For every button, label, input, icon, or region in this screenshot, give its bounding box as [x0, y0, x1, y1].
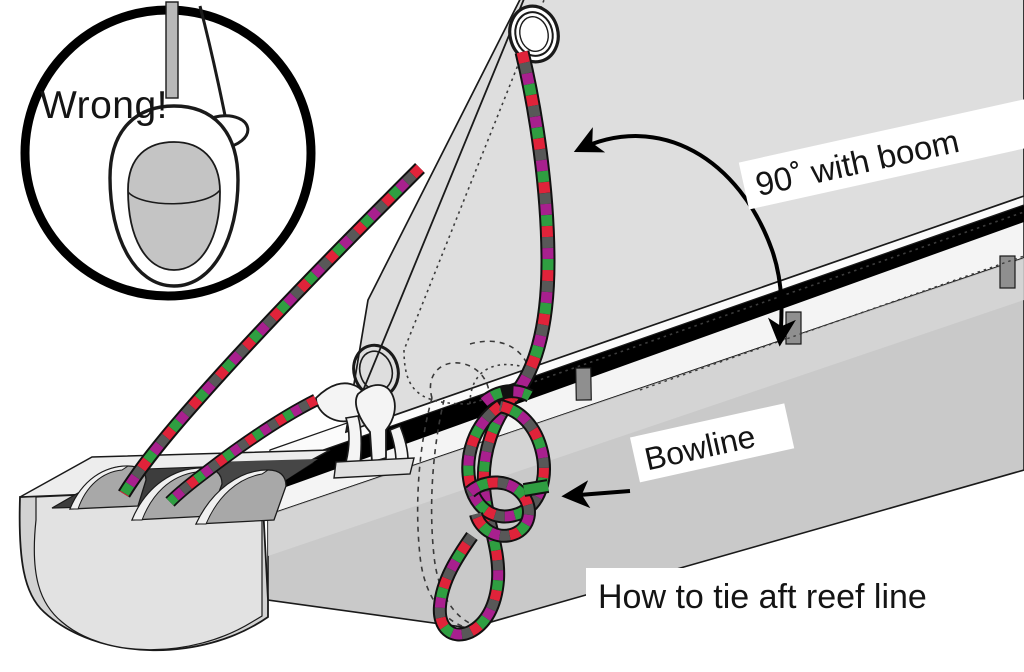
inset-plug-lip [127, 189, 221, 205]
sail-foot-dashed [639, 255, 1024, 391]
reef-line-rope [118, 50, 556, 642]
ghost-loop-upper [429, 362, 490, 405]
inset-plug [127, 141, 221, 271]
boom-groove [266, 205, 1024, 492]
rope-run-hook-to-cleat [165, 394, 319, 507]
bowline-label-bg [630, 403, 795, 483]
tack-hook-post [355, 384, 396, 464]
boom-end-cap-shade [33, 486, 263, 651]
rope-bowline-loop [461, 398, 551, 524]
caption-bg [586, 568, 1014, 618]
angle-arrow-path [573, 127, 796, 347]
rope-run-bight-around-boom [432, 393, 518, 642]
inset-strap [165, 1, 179, 99]
caption-group: How to tie aft reef line [586, 568, 1014, 618]
cleat-3-top [195, 469, 270, 525]
tack-hook-base-plate [333, 457, 415, 479]
reef-cringle-upper [508, 4, 560, 64]
boom-slider-3 [999, 255, 1016, 289]
tack-hook-assembly [315, 343, 415, 479]
wrong-detail-inset: Wrong! [20, 1, 316, 301]
rope-over-boom [479, 384, 534, 408]
caption-label: How to tie aft reef line [598, 578, 927, 616]
angle-arrow [573, 127, 796, 347]
boom-slider-1 [575, 367, 592, 401]
bowline-arrow [561, 480, 631, 509]
ghost-loop-left2 [430, 399, 477, 627]
ghost-arc-top [469, 340, 529, 367]
rope-bowline-knot [465, 475, 550, 543]
cleat-1-top [69, 465, 130, 510]
sail-reef-band [403, 211, 1024, 405]
sail-luff-edge [345, 0, 525, 433]
sail-patch-outline [469, 363, 521, 405]
cringle-bore [519, 15, 549, 53]
bowline-arrow-path [561, 480, 631, 509]
angle-label-bg [738, 93, 1024, 210]
wrong-label: Wrong! [40, 84, 168, 127]
rope-run-cringle-to-knot [506, 50, 556, 404]
boom-slider-2 [785, 311, 802, 345]
boom-side-highlight [268, 258, 1024, 556]
rope-run-sail-to-cleat-upper [118, 163, 425, 498]
